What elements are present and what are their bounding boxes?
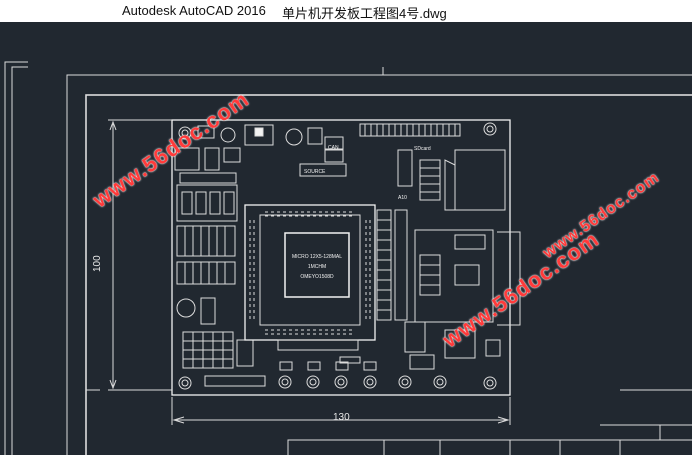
label-can: CAN: [328, 145, 339, 151]
sheet-frame-corner: [11, 66, 28, 455]
sd-card-slot: [454, 149, 506, 211]
sheet-border: [66, 74, 692, 455]
chip-line-2: 1MCHM: [308, 264, 326, 270]
sheet-frame-outer: [4, 61, 28, 455]
chip-line-1: MICRO 12X5-128MAL: [292, 254, 342, 260]
pcb-outline: [171, 119, 511, 396]
chip-line-3: OMEYO1508D: [300, 274, 334, 280]
inner-frame: [85, 94, 692, 455]
title-block: [287, 424, 692, 455]
document-title: 单片机开发板工程图4号.dwg: [282, 6, 447, 21]
label-a10: A10: [398, 195, 407, 201]
dimension-width: 130: [333, 412, 350, 423]
drawing-canvas[interactable]: MICRO 12X5-128MAL 1MCHM OMEYO1508D CAN S…: [0, 22, 692, 455]
cad-drawing: MICRO 12X5-128MAL 1MCHM OMEYO1508D CAN S…: [4, 61, 692, 455]
title-bar: Autodesk AutoCAD 2016 单片机开发板工程图4号.dwg: [0, 0, 692, 22]
mcu-chip: [284, 232, 350, 298]
app-title: Autodesk AutoCAD 2016: [122, 3, 266, 18]
label-source: SOURCE: [304, 169, 326, 175]
mcu-board: [244, 204, 376, 341]
label-sdcard: SDcard: [414, 146, 431, 152]
dimension-height: 100: [92, 255, 103, 272]
